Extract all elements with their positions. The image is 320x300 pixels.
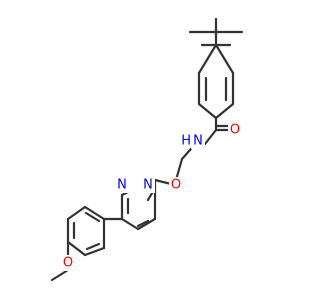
pyridazine-n2-label: N	[117, 178, 127, 193]
ether-oxygen-label: O	[171, 178, 181, 193]
pyridazine-n1-label: N	[143, 178, 153, 193]
tert-butyl-group	[188, 17, 244, 47]
amide-hydrogen-label: H	[181, 134, 191, 149]
methoxy-group	[50, 240, 70, 282]
atom-labels: O H N O N N O	[61, 122, 242, 271]
amide-nitrogen-label: N	[193, 134, 203, 149]
structure-diagram: O H N O N N O	[50, 17, 244, 282]
benzamide-ring	[197, 43, 235, 120]
methoxy-oxygen-label: O	[63, 256, 73, 271]
amide-oxygen-label: O	[230, 123, 240, 138]
molecule-svg: O H N O N N O	[50, 17, 244, 282]
methoxyphenyl-ring	[66, 205, 124, 257]
